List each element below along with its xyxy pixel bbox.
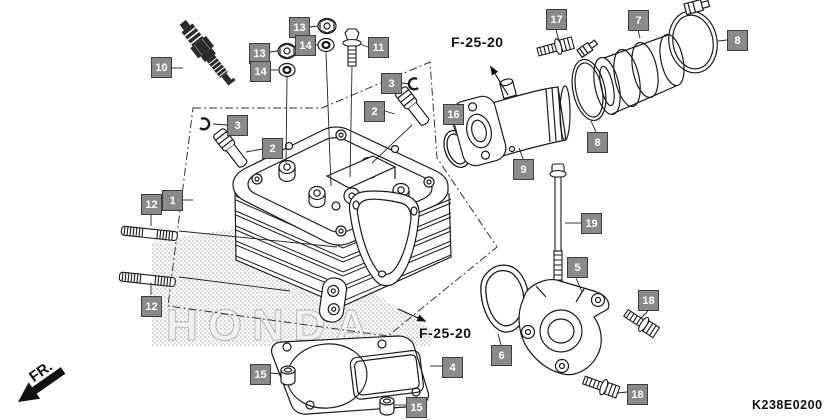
callout-5[interactable]: 5 (567, 257, 588, 278)
flange-bolt (581, 375, 621, 399)
callout-14-a[interactable]: 14 (295, 35, 316, 56)
halftone-shading (152, 228, 432, 346)
callout-13-b[interactable]: 13 (249, 43, 270, 64)
callout-13-a[interactable]: 13 (289, 17, 310, 38)
cylinder-head (232, 126, 452, 323)
band-clamp (571, 39, 607, 122)
band-clamp (668, 0, 718, 74)
flange-nut (317, 17, 337, 35)
callout-18-a[interactable]: 18 (638, 290, 659, 311)
flange-bolt (342, 28, 362, 67)
stud-bolt (120, 225, 178, 242)
intake-pipe (451, 78, 571, 167)
front-direction-arrow: FR. (18, 358, 66, 402)
washer (278, 62, 296, 78)
callout-8-a[interactable]: 8 (727, 30, 748, 51)
valve-guide-clip (199, 117, 211, 131)
callout-6[interactable]: 6 (491, 345, 512, 366)
callout-18-b[interactable]: 18 (627, 384, 648, 405)
spark-plug (179, 19, 236, 86)
valve-guide (213, 128, 248, 168)
callout-12-b[interactable]: 12 (141, 296, 162, 317)
frame-ref-top[interactable]: F-25-20 (451, 34, 504, 50)
callout-15-a[interactable]: 15 (250, 364, 271, 385)
callout-3-b[interactable]: 3 (227, 115, 248, 136)
stud-bolt (118, 271, 176, 288)
dowel-pin (280, 365, 296, 386)
tappet-cover (518, 279, 610, 376)
insulator-boot (593, 24, 685, 116)
callout-3-a[interactable]: 3 (381, 73, 402, 94)
assembly-boundary-box (167, 61, 498, 337)
callout-17[interactable]: 17 (546, 9, 567, 30)
callout-12-a[interactable]: 12 (141, 194, 162, 215)
callout-16[interactable]: 16 (443, 104, 464, 125)
dowel-pin (379, 396, 395, 416)
callout-10[interactable]: 10 (151, 57, 172, 78)
washer (317, 37, 335, 53)
callout-19[interactable]: 19 (581, 213, 602, 234)
callout-1[interactable]: 1 (162, 190, 183, 211)
long-bolt (549, 163, 567, 288)
flange-bolt (623, 308, 661, 339)
frame-ref-arrow-top (490, 65, 509, 96)
callout-8-b[interactable]: 8 (587, 132, 608, 153)
callout-14-b[interactable]: 14 (250, 61, 271, 82)
valve-guide-clip (407, 77, 419, 91)
frame-ref-arrow-bottom (397, 308, 427, 322)
flange-bolt (536, 36, 575, 57)
callout-11[interactable]: 11 (368, 37, 389, 58)
callout-2-a[interactable]: 2 (364, 101, 385, 122)
callout-15-b[interactable]: 15 (406, 397, 427, 418)
callout-9[interactable]: 9 (513, 159, 534, 180)
assembly-lines (178, 51, 413, 292)
diagram-code: K238E0200 (752, 398, 823, 412)
flange-nut (277, 42, 297, 60)
callout-7[interactable]: 7 (628, 10, 649, 31)
frame-ref-bottom[interactable]: F-25-20 (419, 325, 472, 341)
callout-leaders (150, 25, 728, 406)
callout-4[interactable]: 4 (442, 357, 463, 378)
callout-2-b[interactable]: 2 (262, 138, 283, 159)
cover-gasket (480, 264, 530, 333)
